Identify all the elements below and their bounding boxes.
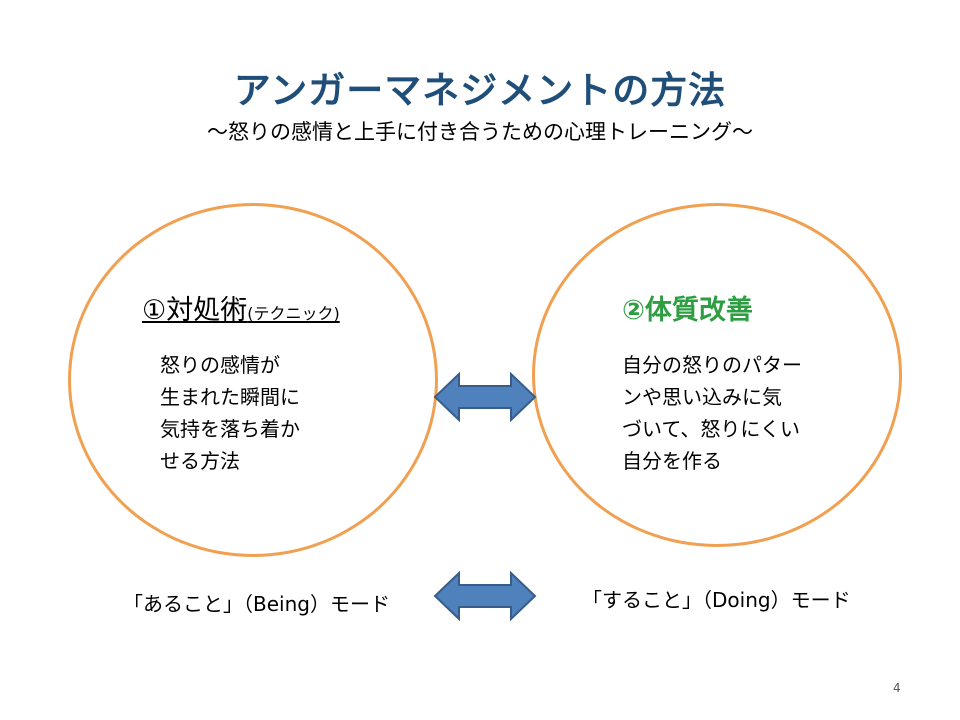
left-circle	[68, 203, 438, 557]
right-description-line: 自分の怒りのパター	[622, 353, 802, 377]
right-description-line: ンや思い込みに気	[622, 385, 782, 409]
left-description-line: 気持を落ち着か	[160, 417, 300, 441]
slide-subtitle: ～怒りの感情と上手に付き合うための心理トレーニング～	[207, 120, 753, 144]
left-description-line: 怒りの感情が	[160, 353, 280, 377]
left-description: 怒りの感情が 生まれた瞬間に 気持を落ち着か せる方法	[160, 349, 300, 477]
page-number: 4	[893, 681, 901, 695]
doing-mode-label: 「すること」（Doing）モード	[582, 588, 851, 612]
right-heading: ②体質改善	[622, 295, 753, 326]
right-description-line: 自分を作る	[622, 449, 722, 473]
right-description-line: づいて、怒りにくい	[622, 417, 800, 441]
double-arrow-icon	[433, 372, 537, 422]
double-arrow-shape	[433, 372, 537, 422]
double-arrow-icon	[433, 571, 537, 621]
left-heading: ①対処術(テクニック)	[142, 288, 340, 327]
double-arrow-shape	[433, 571, 537, 621]
left-heading-text: ①対処術	[142, 295, 248, 326]
slide-title: アンガーマネジメントの方法	[233, 69, 727, 112]
left-description-line: 生まれた瞬間に	[160, 385, 300, 409]
left-description-line: せる方法	[160, 449, 240, 473]
left-heading-note: (テクニック)	[247, 304, 340, 323]
right-description: 自分の怒りのパター ンや思い込みに気 づいて、怒りにくい 自分を作る	[622, 349, 802, 477]
being-mode-label: 「あること」（Being）モード	[123, 592, 390, 616]
right-circle	[532, 203, 902, 547]
